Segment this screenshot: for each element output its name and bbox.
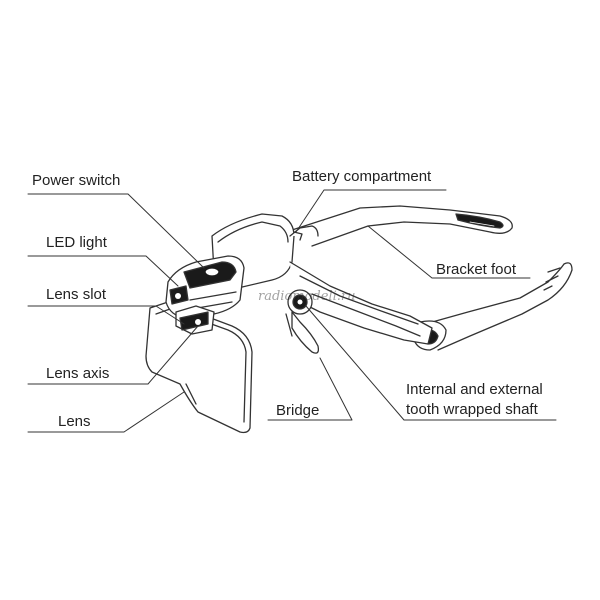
leader-battery-compartment [295,189,447,233]
label-internal-external-line2: tooth wrapped shaft [406,401,538,418]
leader-led-light [27,255,179,287]
label-battery-compartment: Battery compartment [292,168,432,185]
leader-bracket-foot [367,225,531,279]
lens-slot-housing [175,305,215,335]
label-bracket-foot: Bracket foot [436,261,517,278]
label-internal-external-line1: Internal and external [406,381,543,398]
label-lens-axis: Lens axis [46,365,110,382]
temple-arm-right [291,205,513,247]
leader-lens-axis [27,325,199,385]
bridge-piece [285,311,320,354]
leader-internal-external [305,305,557,421]
leader-lens-slot [27,305,185,325]
shaft-knob [287,289,313,315]
leader-power-switch [27,193,205,269]
label-bridge: Bridge [276,402,320,419]
label-lens-slot: Lens slot [46,286,107,303]
label-power-switch: Power switch [32,172,121,189]
leader-lines [27,189,557,433]
lens-plate [145,301,253,434]
label-lens: Lens [58,413,91,430]
leader-bridge [267,357,353,421]
label-led-light: LED light [46,234,107,251]
led-head [165,255,245,319]
leader-lens [27,391,185,433]
side-frame [289,261,433,345]
watermark-text: radiomodeli.ru [258,289,355,304]
